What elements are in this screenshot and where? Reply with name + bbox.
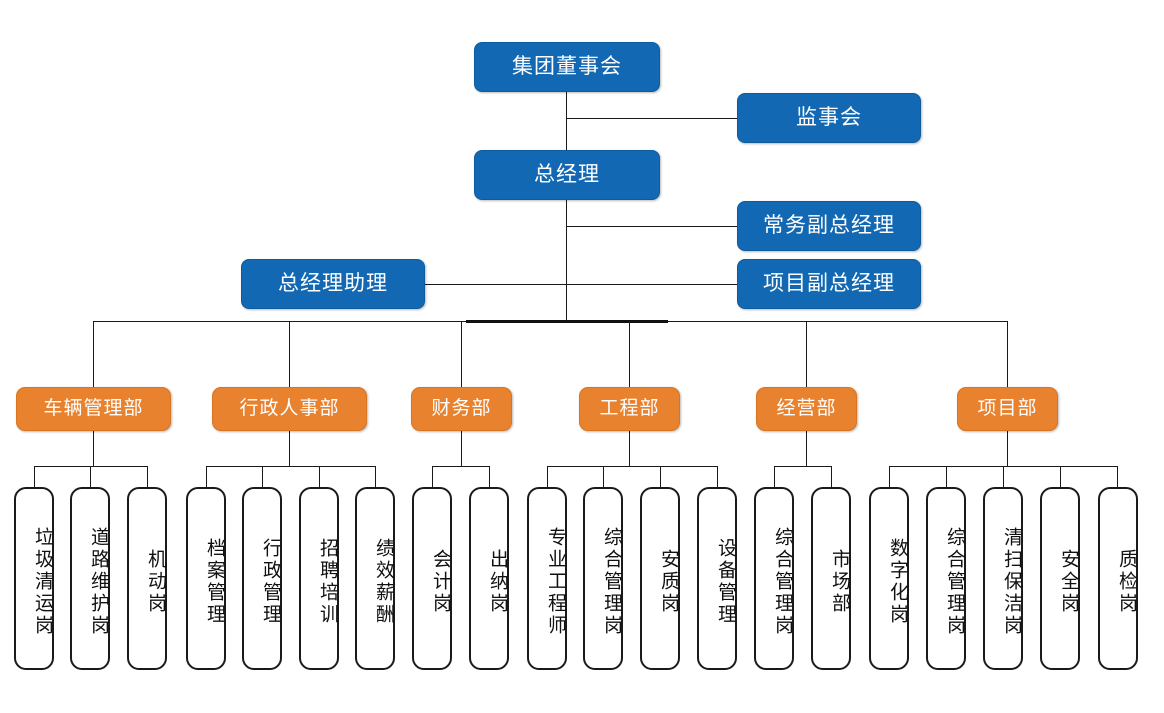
position-label: 设备管理 — [715, 537, 736, 626]
connector-gm-to-departments — [566, 200, 567, 322]
node-executive-deputy-gm[interactable]: 常务副总经理 — [737, 201, 921, 251]
node-position-admin-management[interactable]: 行政管理 — [242, 487, 282, 670]
node-department-vehicle-management[interactable]: 车辆管理部 — [16, 387, 171, 431]
position-label: 专业工程师 — [545, 526, 566, 637]
connector-dept-4-child-0 — [774, 466, 775, 487]
connector-dept-1-child-2 — [319, 466, 320, 487]
connector-dept-1-child-0 — [206, 466, 207, 487]
position-label: 机动岗 — [145, 548, 166, 615]
connector-gm-to-exec-deputy — [566, 226, 737, 227]
node-position-equipment-management[interactable]: 设备管理 — [697, 487, 737, 670]
connector-dept-1-bus — [206, 466, 375, 467]
connector-dept-1-stem — [289, 430, 290, 467]
position-label: 会计岗 — [430, 548, 451, 615]
position-label: 清扫保洁岗 — [1001, 526, 1022, 637]
connector-dept-2-child-1 — [489, 466, 490, 487]
node-department-admin-hr[interactable]: 行政人事部 — [212, 387, 367, 431]
node-position-accounting[interactable]: 会计岗 — [412, 487, 452, 670]
node-department-project[interactable]: 项目部 — [957, 387, 1058, 431]
connector-dept-4-bus — [774, 466, 831, 467]
node-position-performance-compensation[interactable]: 绩效薪酬 — [355, 487, 395, 670]
connector-dept-4-child-1 — [831, 466, 832, 487]
connector-bus-to-dept-2 — [461, 321, 462, 387]
node-position-safety[interactable]: 安全岗 — [1040, 487, 1080, 670]
position-label: 综合管理岗 — [601, 526, 622, 637]
node-position-engineering-general-management[interactable]: 综合管理岗 — [583, 487, 623, 670]
connector-dept-3-stem — [629, 430, 630, 467]
position-label: 数字化岗 — [887, 537, 908, 626]
position-label: 出纳岗 — [487, 548, 508, 615]
connector-dept-5-child-1 — [946, 466, 947, 487]
node-position-archive-management[interactable]: 档案管理 — [186, 487, 226, 670]
position-label: 综合管理岗 — [772, 526, 793, 637]
node-position-digitalization[interactable]: 数字化岗 — [869, 487, 909, 670]
connector-dept-5-child-0 — [889, 466, 890, 487]
node-position-professional-engineer[interactable]: 专业工程师 — [527, 487, 567, 670]
node-department-engineering[interactable]: 工程部 — [579, 387, 680, 431]
node-board[interactable]: 集团董事会 — [474, 42, 660, 92]
node-position-road-maintenance[interactable]: 道路维护岗 — [70, 487, 110, 670]
connector-assistant-to-gm — [425, 284, 567, 285]
position-label: 综合管理岗 — [944, 526, 965, 637]
connector-board-to-supervisory — [566, 118, 737, 119]
connector-bus-to-dept-0 — [93, 321, 94, 387]
position-label: 质检岗 — [1116, 548, 1137, 615]
connector-dept-2-stem — [461, 430, 462, 467]
connector-dept-5-child-2 — [1003, 466, 1004, 487]
node-department-operations[interactable]: 经营部 — [756, 387, 857, 431]
node-position-recruitment-training[interactable]: 招聘培训 — [299, 487, 339, 670]
node-position-marketing[interactable]: 市场部 — [811, 487, 851, 670]
position-label: 安全岗 — [1058, 548, 1079, 615]
position-label: 垃圾清运岗 — [32, 526, 53, 637]
connector-dept-1-child-1 — [262, 466, 263, 487]
connector-dept-1-child-3 — [375, 466, 376, 487]
connector-dept-5-child-3 — [1060, 466, 1061, 487]
connector-dept-0-child-0 — [34, 466, 35, 487]
connector-dept-5-child-4 — [1117, 466, 1118, 487]
connector-bus-to-dept-1 — [289, 321, 290, 387]
position-label: 招聘培训 — [317, 537, 338, 626]
connector-dept-0-stem — [93, 430, 94, 467]
connector-dept-3-child-3 — [717, 466, 718, 487]
node-supervisory-board[interactable]: 监事会 — [737, 93, 921, 143]
node-position-cashier[interactable]: 出纳岗 — [469, 487, 509, 670]
connector-bus-to-dept-4 — [806, 321, 807, 387]
connector-dept-3-child-1 — [603, 466, 604, 487]
node-position-quality-inspection[interactable]: 质检岗 — [1098, 487, 1138, 670]
position-label: 道路维护岗 — [88, 526, 109, 637]
node-gm-assistant[interactable]: 总经理助理 — [241, 259, 425, 309]
node-position-operations-general-management[interactable]: 综合管理岗 — [754, 487, 794, 670]
node-position-cleaning-sanitation[interactable]: 清扫保洁岗 — [983, 487, 1023, 670]
node-position-waste-transport[interactable]: 垃圾清运岗 — [14, 487, 54, 670]
connector-gm-to-project-deputy — [566, 284, 737, 285]
connector-dept-2-bus — [432, 466, 489, 467]
connector-dept-0-child-1 — [90, 466, 91, 487]
connector-bus-to-dept-3 — [629, 321, 630, 387]
node-general-manager[interactable]: 总经理 — [474, 150, 660, 200]
node-position-safety-quality[interactable]: 安质岗 — [640, 487, 680, 670]
connector-dept-3-child-2 — [660, 466, 661, 487]
position-label: 绩效薪酬 — [373, 537, 394, 626]
node-project-deputy-gm[interactable]: 项目副总经理 — [737, 259, 921, 309]
connector-dept-3-bus — [547, 466, 717, 467]
connector-dept-0-child-2 — [147, 466, 148, 487]
node-position-project-general-management[interactable]: 综合管理岗 — [926, 487, 966, 670]
connector-bus-to-dept-5 — [1007, 321, 1008, 387]
department-bus-line-emphasis — [466, 320, 668, 323]
connector-dept-2-child-0 — [432, 466, 433, 487]
node-position-mobile-duty[interactable]: 机动岗 — [127, 487, 167, 670]
connector-board-to-gm — [566, 92, 567, 160]
connector-dept-5-stem — [1007, 430, 1008, 467]
position-label: 安质岗 — [658, 548, 679, 615]
connector-dept-4-stem — [806, 430, 807, 467]
position-label: 档案管理 — [204, 537, 225, 626]
position-label: 行政管理 — [260, 537, 281, 626]
connector-dept-3-child-0 — [547, 466, 548, 487]
position-label: 市场部 — [829, 548, 850, 615]
node-department-finance[interactable]: 财务部 — [411, 387, 512, 431]
